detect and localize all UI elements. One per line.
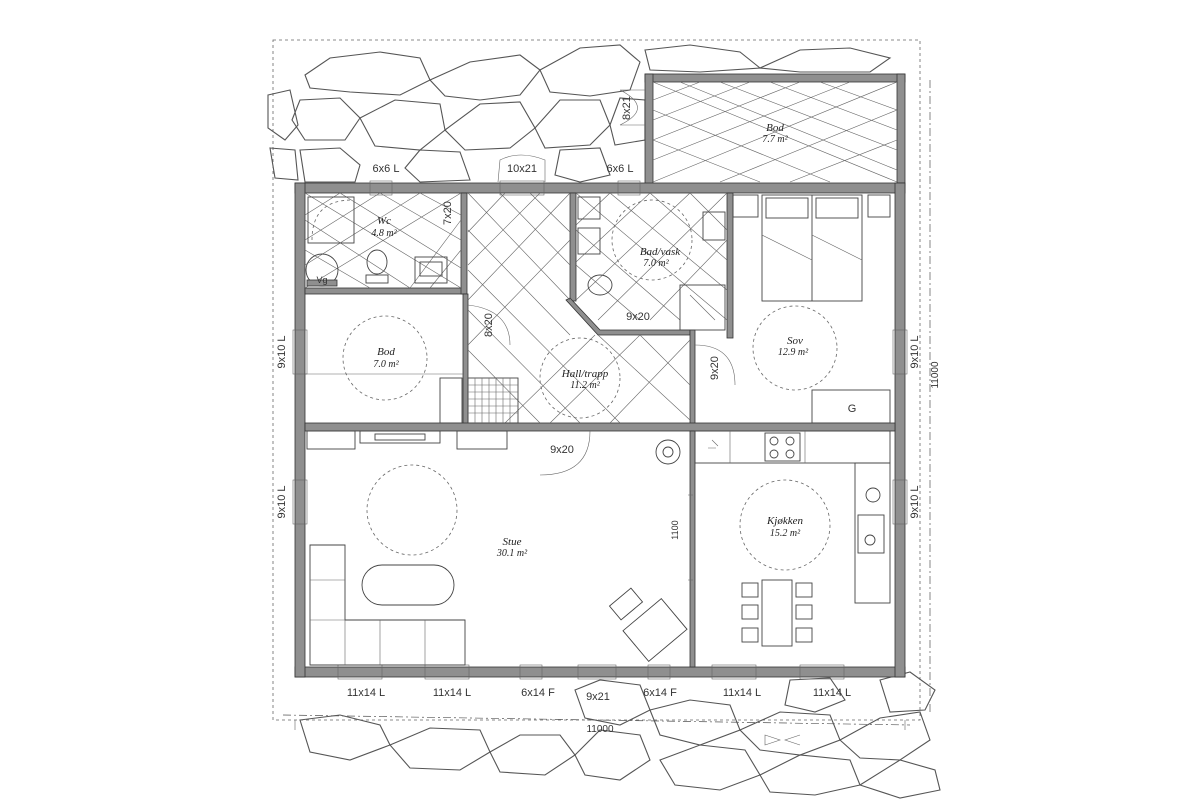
dining-table-icon xyxy=(761,579,793,647)
dimension-labels: 11000 11000 1100 xyxy=(586,361,941,735)
window-label-top-1: 6x6 L xyxy=(373,163,400,175)
room-name-hall: Hall/trapp xyxy=(561,368,609,380)
window-label-bottom-1: 11x14 L xyxy=(347,687,385,699)
window-label-bottom-4: 9x21 xyxy=(586,691,610,703)
storage-room xyxy=(305,315,463,401)
living-room xyxy=(306,430,693,666)
shower-icon xyxy=(307,196,355,244)
dimension-opening: 1100 xyxy=(670,520,680,539)
window-label-bottom-2: 11x14 L xyxy=(433,687,471,699)
wc-room xyxy=(304,192,462,289)
bath-room xyxy=(575,192,728,331)
room-name-bod-outdoor: Bod xyxy=(766,122,784,134)
window-label-right-2: 9x10 L xyxy=(909,485,921,518)
window-markers xyxy=(292,180,908,680)
room-area-hall: 11.2 m² xyxy=(570,380,600,391)
room-area-kjokken: 15.2 m² xyxy=(770,528,801,539)
room-area-bod-outdoor: 7.7 m² xyxy=(762,134,788,145)
kitchen xyxy=(694,430,891,647)
door-label-sov: 9x20 xyxy=(709,356,721,380)
window-labels: 6x6 L 10x21 6x6 L 11x14 L 11x14 L 6x14 F… xyxy=(276,163,921,703)
room-area-stue: 30.1 m² xyxy=(496,548,528,559)
window-label-bottom-7: 11x14 L xyxy=(813,687,851,699)
window-label-bottom-5: 6x14 F xyxy=(643,687,677,699)
door-label-stue: 9x20 xyxy=(550,444,574,456)
armchair-icon xyxy=(622,597,688,663)
interior-walls xyxy=(304,192,896,668)
kitchen-sink-icon xyxy=(857,514,885,554)
door-label-bod-outdoor: 8x21 xyxy=(621,96,633,120)
bath-toilet-icon xyxy=(587,274,613,296)
stair-icon xyxy=(467,377,519,424)
window-label-top-2: 10x21 xyxy=(507,163,537,175)
window-label-top-3: 6x6 L xyxy=(607,163,634,175)
wardrobe-label: G xyxy=(848,403,857,415)
dimension-lines xyxy=(282,80,931,746)
bedroom xyxy=(694,194,891,424)
kitchen-counter xyxy=(694,430,891,464)
coffee-table-icon xyxy=(361,564,455,606)
stone-paving-top xyxy=(267,44,892,183)
outdoor-storage xyxy=(619,73,906,187)
room-name-kjokken: Kjøkken xyxy=(766,515,804,527)
room-area-bad: 7.0 m² xyxy=(643,258,669,269)
dimension-width: 11000 xyxy=(586,724,614,735)
wc-fixture-label: Vg xyxy=(316,275,327,285)
outdoor-storage-hatch xyxy=(652,81,898,183)
room-labels: Bod 7.7 m² Wc 4.8 m² Vg Bad/vask 7.0 m² … xyxy=(316,122,856,559)
window-label-right-1: 9x10 L xyxy=(909,335,921,368)
dimension-depth: 11000 xyxy=(930,361,941,389)
room-area-bod: 7.0 m² xyxy=(373,359,399,370)
room-name-bad: Bad/vask xyxy=(640,246,681,258)
sink-icon xyxy=(414,256,448,284)
stove-icon xyxy=(655,439,681,465)
door-labels: 8x21 7x20 8x20 9x20 9x20 9x20 xyxy=(442,96,721,456)
room-name-wc: Wc xyxy=(377,215,391,227)
wardrobe-icon xyxy=(811,389,891,424)
window-label-bottom-3: 6x14 F xyxy=(521,687,555,699)
window-label-bottom-6: 11x14 L xyxy=(723,687,761,699)
room-name-stue: Stue xyxy=(503,536,522,548)
room-area-sov: 12.9 m² xyxy=(778,347,809,358)
door-label-wc: 7x20 xyxy=(442,201,454,225)
bath-shower-icon xyxy=(679,284,726,331)
stone-paving-bottom xyxy=(299,671,941,799)
window-label-left-1: 9x10 L xyxy=(276,335,288,368)
cooktop-icon xyxy=(764,432,801,462)
door-label-bod: 8x20 xyxy=(483,313,495,337)
sofa-icon xyxy=(309,544,466,666)
window-label-left-2: 9x10 L xyxy=(276,485,288,518)
room-name-sov: Sov xyxy=(787,335,803,347)
room-area-wc: 4.8 m² xyxy=(371,228,397,239)
toilet-icon xyxy=(366,249,388,275)
door-label-bad: 9x20 xyxy=(626,311,650,323)
room-name-bod: Bod xyxy=(377,346,395,358)
exterior-walls xyxy=(294,182,906,678)
hall-room xyxy=(439,192,691,424)
